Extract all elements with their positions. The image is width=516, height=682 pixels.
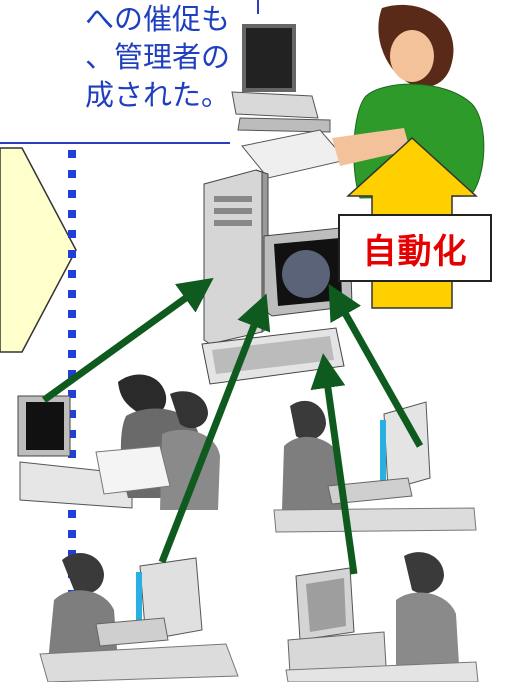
connection-arrow-bottom-right	[310, 353, 358, 575]
caption-line-2: 、管理者の	[84, 40, 230, 74]
connection-arrow-top-right	[328, 283, 424, 448]
workstation-bottom-left	[39, 552, 239, 682]
caption-line-1: への催促も	[84, 2, 230, 36]
workstation-bottom-right	[285, 552, 479, 682]
caption-line-3: 成された。	[84, 78, 230, 112]
workstation-top-left	[17, 374, 220, 510]
workstation-top-right	[273, 400, 477, 533]
caption-text: への催促も 、管理者の 成された。	[0, 0, 230, 114]
connection-arrow-bottom-left	[158, 293, 271, 564]
automation-label: 自動化	[338, 214, 492, 282]
process-chevron	[0, 147, 77, 353]
connection-arrow-top-left	[41, 277, 214, 403]
